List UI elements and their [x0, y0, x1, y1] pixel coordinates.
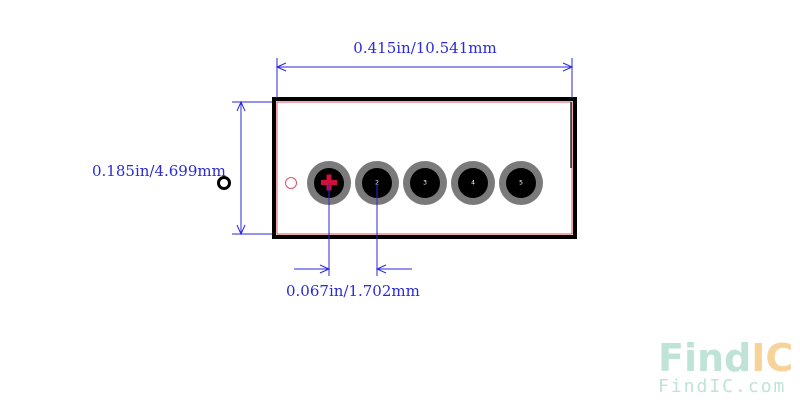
width-label: 0.415in/10.541mm	[353, 39, 496, 57]
pad-group: 2345	[307, 161, 543, 205]
orientation-dot	[217, 176, 231, 190]
height-dimension: 0.185in/4.699mm	[92, 100, 272, 236]
pad-5: 5	[499, 161, 543, 205]
logo-url: FindIC.com	[658, 376, 786, 397]
logo-text-ic: IC	[751, 336, 793, 380]
logo-text-find: Find	[658, 336, 751, 380]
width-dimension: 0.415in/10.541mm	[275, 39, 574, 98]
pad-3: 3	[403, 161, 447, 205]
courtyard-outline	[276, 101, 573, 235]
pad-4: 4	[451, 161, 495, 205]
pin-number-label: 3	[423, 180, 427, 187]
pin-number-label: 5	[519, 180, 523, 187]
pad-hole	[506, 168, 536, 198]
findic-logo: FindIC FindIC.com	[658, 336, 793, 397]
pad-hole	[410, 168, 440, 198]
package-outline	[272, 97, 577, 239]
origin-marker	[285, 177, 297, 189]
pad-hole	[458, 168, 488, 198]
height-label: 0.185in/4.699mm	[92, 162, 226, 180]
pitch-label: 0.067in/1.702mm	[286, 282, 420, 300]
pin1-plus-icon	[321, 174, 337, 191]
svg-text:FindIC: FindIC	[658, 336, 793, 380]
pitch-dimension: 0.067in/1.702mm	[286, 183, 420, 300]
pin-number-label: 4	[471, 180, 475, 187]
